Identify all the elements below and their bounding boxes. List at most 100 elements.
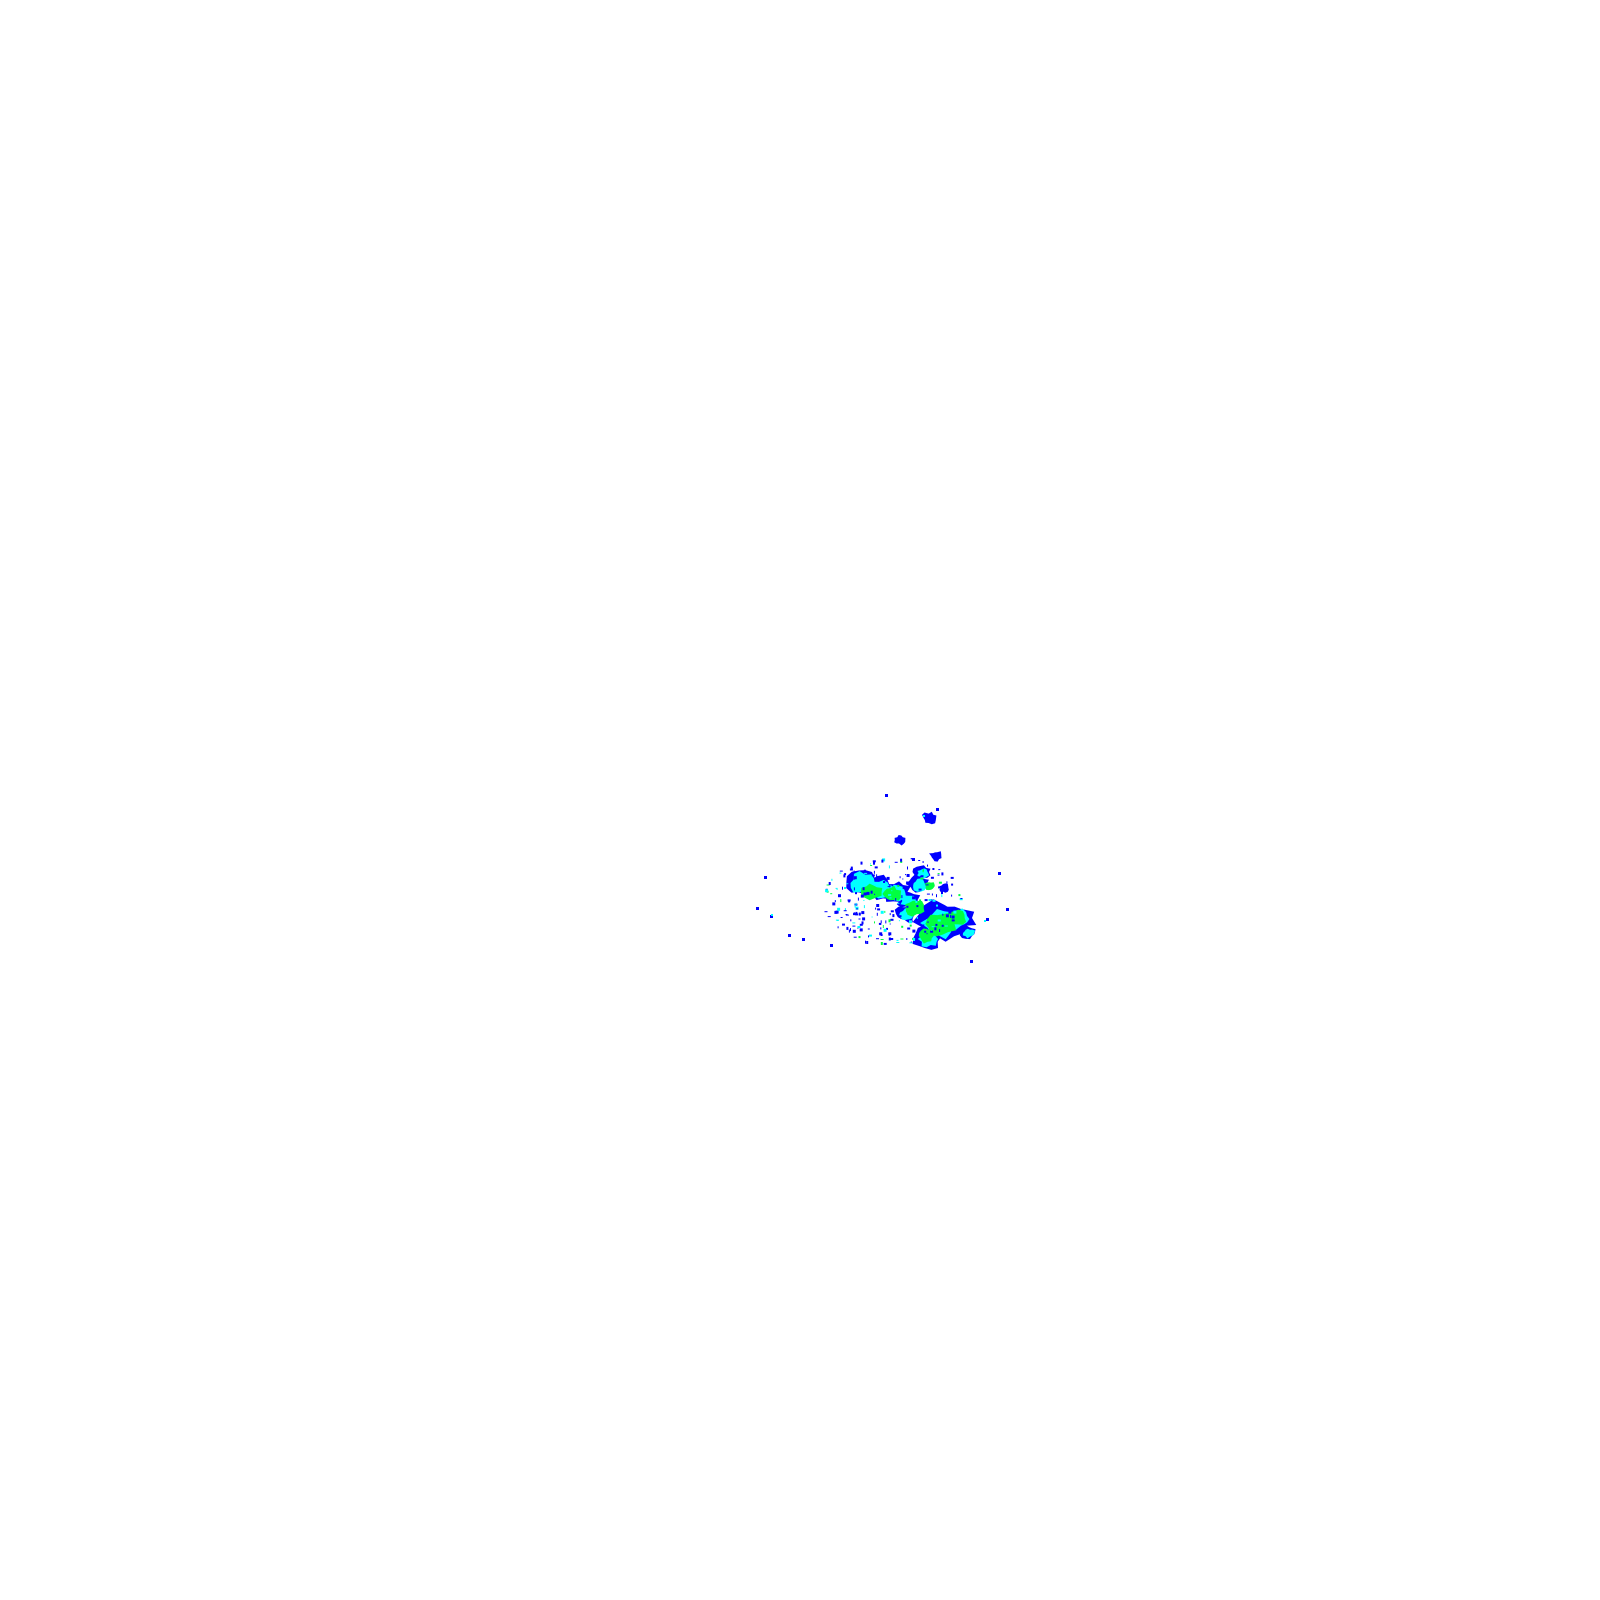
radar-speck — [910, 941, 912, 943]
radar-speck — [839, 872, 842, 874]
radar-speck — [844, 887, 846, 889]
radar-speck — [899, 910, 902, 913]
radar-speck — [830, 893, 833, 895]
radar-speck — [858, 918, 861, 920]
radar-speck — [927, 921, 929, 924]
radar-speck — [878, 922, 881, 925]
radar-speck — [922, 861, 924, 863]
radar-speck — [920, 875, 924, 878]
radar-speck — [862, 887, 865, 891]
radar-speck — [848, 929, 850, 933]
radar-speck — [912, 929, 916, 933]
radar-speck — [836, 887, 838, 890]
radar-speck — [861, 911, 865, 915]
radar-speck — [936, 904, 938, 907]
radar-speck — [937, 919, 941, 922]
radar-speck — [926, 933, 928, 935]
radar-speck — [1006, 908, 1009, 911]
radar-speck — [890, 918, 894, 921]
radar-speck — [927, 864, 928, 867]
moderate-echo-cell — [917, 868, 930, 879]
radar-speck — [984, 920, 986, 922]
heavy-echo-cell — [882, 885, 902, 901]
radar-speck — [924, 899, 928, 902]
radar-speck — [937, 904, 941, 908]
radar-speck — [897, 902, 900, 904]
radar-speck — [888, 893, 892, 896]
radar-speck — [852, 925, 856, 927]
radar-speck — [926, 893, 930, 895]
radar-speck — [910, 918, 913, 921]
radar-speck — [887, 886, 891, 888]
radar-speck — [896, 942, 900, 943]
radar-speck — [930, 930, 934, 933]
radar-speck — [863, 900, 865, 901]
radar-speck — [824, 911, 828, 913]
radar-speck — [863, 881, 865, 883]
radar-speck — [835, 910, 839, 914]
radar-speck — [937, 873, 940, 875]
radar-speck — [935, 923, 938, 926]
radar-speck — [842, 886, 843, 890]
radar-speck — [931, 909, 934, 911]
radar-speck — [874, 893, 876, 895]
radar-speck — [889, 897, 892, 899]
radar-speck — [876, 912, 878, 916]
radar-speck — [909, 942, 913, 944]
radar-speck — [853, 912, 855, 916]
radar-speck — [937, 874, 940, 876]
radar-speck — [825, 889, 829, 893]
radar-speck — [854, 882, 856, 885]
radar-speck — [835, 887, 837, 889]
radar-speck — [883, 942, 887, 945]
radar-speck — [863, 892, 867, 896]
radar-speck — [840, 899, 842, 903]
radar-speck — [896, 939, 899, 941]
radar-speck — [910, 858, 912, 860]
radar-speck — [882, 925, 884, 928]
radar-speck — [951, 915, 955, 919]
moderate-echo-cell — [913, 878, 927, 892]
radar-speck — [837, 907, 841, 911]
radar-speck — [867, 928, 870, 930]
radar-speck — [950, 914, 952, 918]
radar-speck — [855, 906, 859, 910]
radar-speck — [919, 876, 922, 878]
radar-speck — [864, 872, 868, 874]
radar-speck — [839, 870, 843, 872]
radar-speck — [885, 794, 888, 797]
radar-speck — [850, 866, 853, 869]
radar-speck — [895, 898, 897, 901]
radar-speck — [906, 938, 908, 940]
radar-speck — [959, 898, 963, 901]
radar-speck — [871, 874, 875, 877]
radar-speck — [788, 934, 791, 937]
radar-speck — [909, 880, 912, 883]
radar-speck — [880, 910, 884, 914]
radar-speck — [953, 910, 957, 914]
radar-speck — [902, 885, 906, 889]
radar-speck — [837, 926, 839, 929]
radar-speck — [853, 876, 857, 880]
radar-speck — [873, 861, 875, 865]
radar-speck — [888, 934, 890, 936]
radar-speck — [938, 886, 941, 889]
radar-speck — [998, 872, 1001, 875]
radar-speck — [936, 894, 937, 898]
radar-speck — [906, 874, 910, 877]
radar-speck — [922, 869, 924, 873]
radar-speck — [923, 815, 925, 817]
heavy-echo-cell — [905, 900, 925, 917]
radar-speck — [875, 907, 877, 910]
radar-speck — [881, 859, 884, 863]
radar-speck — [921, 924, 925, 926]
radar-speck — [855, 911, 858, 914]
radar-speck — [970, 960, 973, 963]
radar-speck — [831, 878, 833, 881]
radar-speck — [882, 858, 886, 862]
radar-speck — [880, 927, 882, 930]
radar-speck — [938, 881, 942, 884]
moderate-echo-cell — [962, 928, 976, 939]
radar-speck — [877, 908, 881, 911]
